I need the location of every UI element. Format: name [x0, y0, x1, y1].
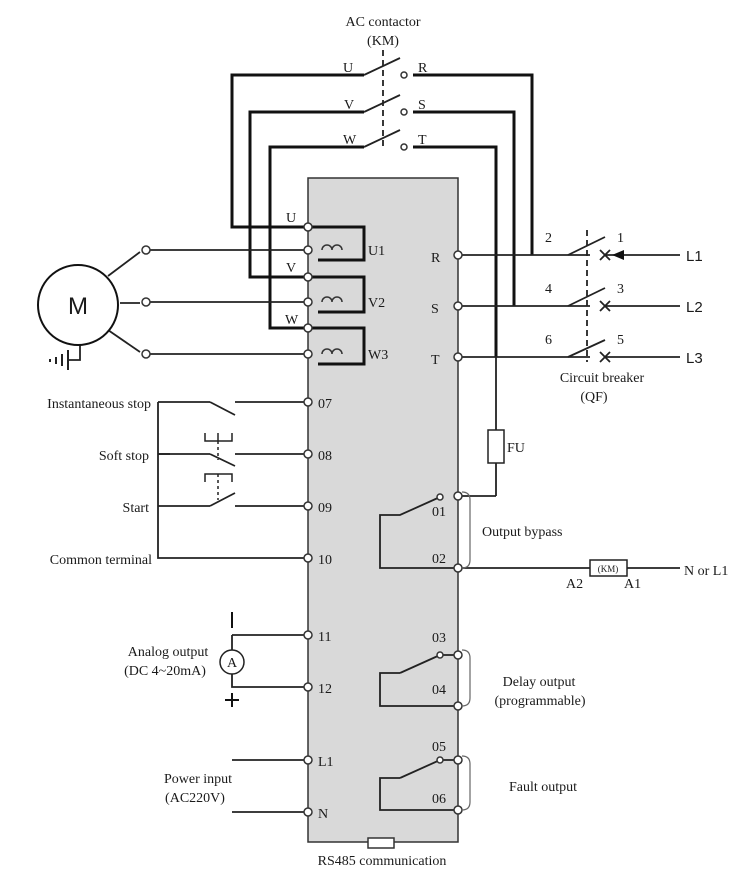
- relay-brackets: [461, 491, 471, 811]
- delay-output-label: Delay output: [503, 675, 576, 690]
- breaker-trip-marks: [599, 249, 611, 363]
- soft-stop-label: Soft stop: [99, 449, 149, 464]
- contactor-out-t: T: [418, 133, 427, 148]
- motor: [37, 264, 119, 346]
- coil-code-label: (KM): [598, 564, 619, 574]
- power-wiring: [230, 73, 534, 366]
- relay-05: 05: [432, 740, 446, 755]
- coil-a2-label: A2: [566, 577, 583, 592]
- contactor-in-v: V: [344, 98, 354, 113]
- terminal-v: V: [286, 261, 296, 276]
- start-label: Start: [123, 501, 150, 516]
- relay-01: 01: [432, 505, 446, 520]
- terminal-v2: V2: [368, 296, 385, 311]
- signal-wiring: [68, 50, 680, 813]
- rs485-port: [367, 837, 395, 849]
- breaker-pole-1: 1: [617, 231, 624, 246]
- relay-06: 06: [432, 792, 446, 807]
- ammeter-label: A: [227, 656, 238, 671]
- fault-output-label: Fault output: [509, 780, 577, 795]
- terminal-n: N: [318, 807, 328, 822]
- ammeter-icon: [219, 649, 245, 675]
- terminal-11: 11: [318, 630, 331, 645]
- instantaneous-stop-label: Instantaneous stop: [47, 397, 151, 412]
- contactor-code: (KM): [367, 34, 399, 49]
- terminal-s: S: [431, 302, 439, 317]
- l1-arrow-icon: [612, 250, 624, 260]
- analog-output-label: Analog output: [128, 645, 209, 660]
- output-bypass-label: Output bypass: [482, 525, 563, 540]
- contactor-out-r: R: [418, 61, 428, 76]
- terminal-w3: W3: [368, 348, 388, 363]
- polarity-marks: [225, 612, 239, 707]
- breaker-pole-6: 6: [545, 333, 552, 348]
- line-l2-label: L2: [686, 299, 703, 316]
- breaker-pole-2: 2: [545, 231, 552, 246]
- relay-02: 02: [432, 552, 446, 567]
- terminal-r: R: [431, 251, 441, 266]
- delay-output-note: (programmable): [495, 694, 586, 709]
- contactor-in-w: W: [343, 133, 357, 148]
- soft-starter-body: [307, 177, 459, 843]
- ground-icon: [49, 350, 69, 370]
- terminal-w: W: [285, 313, 299, 328]
- power-input-voltage: (AC220V): [165, 791, 225, 806]
- coil-a1-label: A1: [624, 577, 641, 592]
- power-input-label: Power input: [164, 772, 232, 787]
- rs485-label: RS485 communication: [318, 854, 447, 869]
- pushbutton-actuators: [204, 433, 233, 500]
- terminal-u1: U1: [368, 244, 385, 259]
- common-terminal-label: Common terminal: [50, 553, 152, 568]
- fuse-label: FU: [507, 441, 525, 456]
- terminal-12: 12: [318, 682, 332, 697]
- km-coil: [589, 559, 628, 577]
- breaker-pole-4: 4: [545, 282, 552, 297]
- coil-supply-label: N or L1: [684, 564, 728, 579]
- breaker-label: Circuit breaker: [560, 371, 645, 386]
- relay-03: 03: [432, 631, 446, 646]
- terminal-07: 07: [318, 397, 332, 412]
- line-l1-label: L1: [686, 248, 703, 265]
- relay-04: 04: [432, 683, 446, 698]
- terminal-10: 10: [318, 553, 332, 568]
- terminal-t: T: [431, 353, 440, 368]
- contactor-out-s: S: [418, 98, 426, 113]
- fuse: [487, 429, 505, 464]
- motor-label: M: [68, 293, 88, 320]
- line-l3-label: L3: [686, 350, 703, 367]
- breaker-pole-5: 5: [617, 333, 624, 348]
- breaker-code: (QF): [580, 390, 608, 405]
- contactor-in-u: U: [343, 61, 353, 76]
- terminal-08: 08: [318, 449, 332, 464]
- terminal-u: U: [286, 211, 296, 226]
- contactor-title: AC contactor: [345, 15, 420, 30]
- analog-output-range: (DC 4~20mA): [124, 664, 206, 679]
- breaker-pole-3: 3: [617, 282, 624, 297]
- terminal-points: [141, 71, 463, 817]
- terminal-l1: L1: [318, 755, 334, 770]
- terminal-09: 09: [318, 501, 332, 516]
- current-sensors: [321, 244, 343, 355]
